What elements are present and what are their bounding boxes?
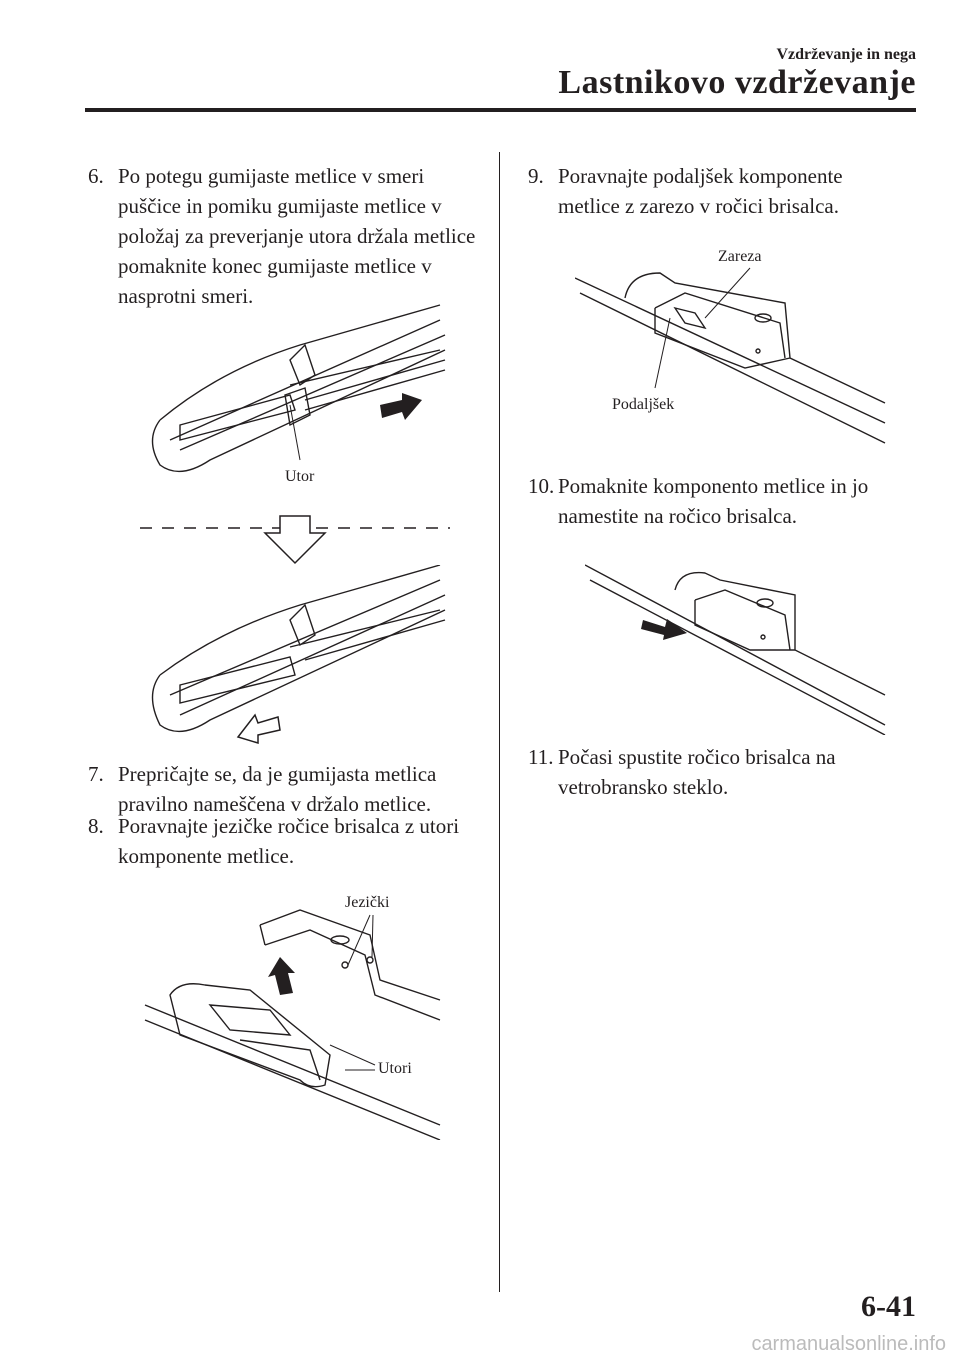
label-zareza: Zareza xyxy=(718,248,762,265)
step-number: 10. xyxy=(528,474,555,498)
step-number: 6. xyxy=(88,164,104,188)
step-11: 11. Počasi spustite ročico brisalca na v… xyxy=(528,742,908,802)
header-rule xyxy=(85,108,916,112)
push-arrow-icon xyxy=(236,713,281,745)
extension-notch-figure: Zareza Podaljšek xyxy=(575,248,886,444)
blade-push-figure xyxy=(151,565,446,745)
step-6: 6. Po potegu gumijaste metlice v smeri p… xyxy=(88,161,478,311)
up-arrow-icon xyxy=(268,957,295,995)
watermark: carmanualsonline.info xyxy=(751,1333,946,1355)
column-divider xyxy=(499,152,500,1292)
slide-component-figure xyxy=(585,564,886,735)
pull-arrow-icon xyxy=(380,393,422,420)
step-text: Poravnajte jezičke ročice brisalca z uto… xyxy=(118,814,460,868)
slide-arrow-icon xyxy=(641,619,687,640)
label-podaljsek: Podaljšek xyxy=(612,396,674,413)
section-subtitle: Vzdrževanje in nega xyxy=(776,46,916,63)
step-text: Počasi spustite ročico brisalca na vetro… xyxy=(558,745,836,799)
step-text: Pomaknite komponento metlice in jo names… xyxy=(558,474,869,528)
down-arrow-icon xyxy=(263,515,327,565)
page-number: 6-41 xyxy=(861,1290,916,1323)
step-text: Poravnajte podaljšek komponente metlice … xyxy=(558,164,843,218)
transition-arrow xyxy=(140,515,450,565)
step-text: Po potegu gumijaste metlice v smeri pušč… xyxy=(118,164,476,308)
step-9: 9. Poravnajte podaljšek komponente metli… xyxy=(528,161,908,221)
label-jezicki: Jezički xyxy=(345,894,390,911)
label-utor: Utor xyxy=(285,468,315,485)
step-number: 9. xyxy=(528,164,544,188)
tabs-grooves-figure: Jezički Utori xyxy=(144,894,441,1140)
step-number: 7. xyxy=(88,762,104,786)
blade-pull-figure: Utor xyxy=(151,304,446,485)
step-7: 7. Prepričajte se, da je gumijasta metli… xyxy=(88,759,478,819)
step-10: 10. Pomaknite komponento metlice in jo n… xyxy=(528,471,908,531)
step-text: Prepričajte se, da je gumijasta metlica … xyxy=(118,762,437,816)
step-8: 8. Poravnajte jezičke ročice brisalca z … xyxy=(88,811,478,871)
label-utori: Utori xyxy=(378,1060,412,1077)
section-title: Lastnikovo vzdrževanje xyxy=(558,64,916,101)
step-number: 11. xyxy=(528,745,554,769)
step-number: 8. xyxy=(88,814,104,838)
